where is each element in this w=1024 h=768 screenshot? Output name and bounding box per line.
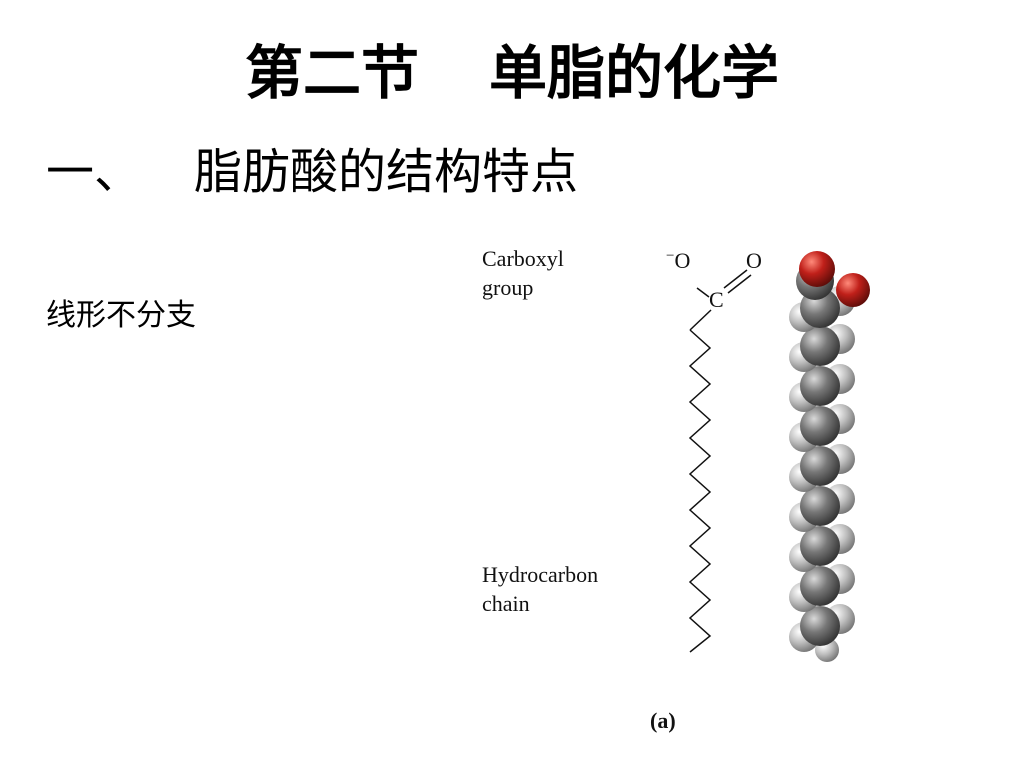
c-chain-bond	[689, 309, 712, 331]
atom-o-minus: −O	[666, 248, 690, 273]
c-o-double-bond-a	[727, 274, 752, 294]
hydrocarbon-zigzag	[688, 329, 712, 653]
title-section: 第二节	[244, 39, 419, 107]
c-o-double-bond-b	[723, 269, 748, 289]
linear-unbranched-note: 线形不分支	[46, 298, 196, 333]
hydrocarbon-label-line1: Hydrocarbon	[482, 562, 599, 587]
oxygen-atom	[836, 273, 870, 307]
panel-label: (a)	[650, 708, 676, 733]
title-topic: 单脂的化学	[489, 39, 780, 107]
structure-diagram: −O O C	[666, 248, 870, 662]
heading-number: 一、	[46, 144, 143, 200]
fatty-acid-figure: Carboxyl group Hydrocarbon chain	[470, 230, 890, 740]
section-heading: 一、脂肪酸的结构特点	[46, 132, 578, 202]
carbon-atom	[800, 606, 840, 646]
hydrocarbon-chain-label: Hydrocarbon chain	[482, 560, 598, 618]
carbon-atom	[800, 326, 840, 366]
carbon-atom	[800, 406, 840, 446]
carbon-atom	[800, 366, 840, 406]
oxygen-atom	[799, 251, 835, 287]
carboxyl-label-line2: group	[482, 275, 534, 300]
page-title: 第二节 单脂的化学	[0, 26, 1024, 110]
atom-c: C	[709, 287, 724, 312]
carboxyl-group-label: Carboxyl group	[482, 244, 564, 302]
atom-o: O	[746, 248, 762, 273]
space-filling-model	[789, 251, 870, 662]
hydrocarbon-label-line2: chain	[482, 591, 530, 616]
atom-o-minus-letter: O	[674, 248, 690, 273]
c-o-single-bond	[696, 287, 710, 298]
carbon-atom	[800, 446, 840, 486]
atom-charge: −	[666, 248, 674, 264]
carboxyl-label-line1: Carboxyl	[482, 246, 564, 271]
carbon-atom	[800, 486, 840, 526]
heading-text: 脂肪酸的结构特点	[194, 144, 579, 200]
carbon-atom	[800, 566, 840, 606]
carbon-atom	[800, 526, 840, 566]
